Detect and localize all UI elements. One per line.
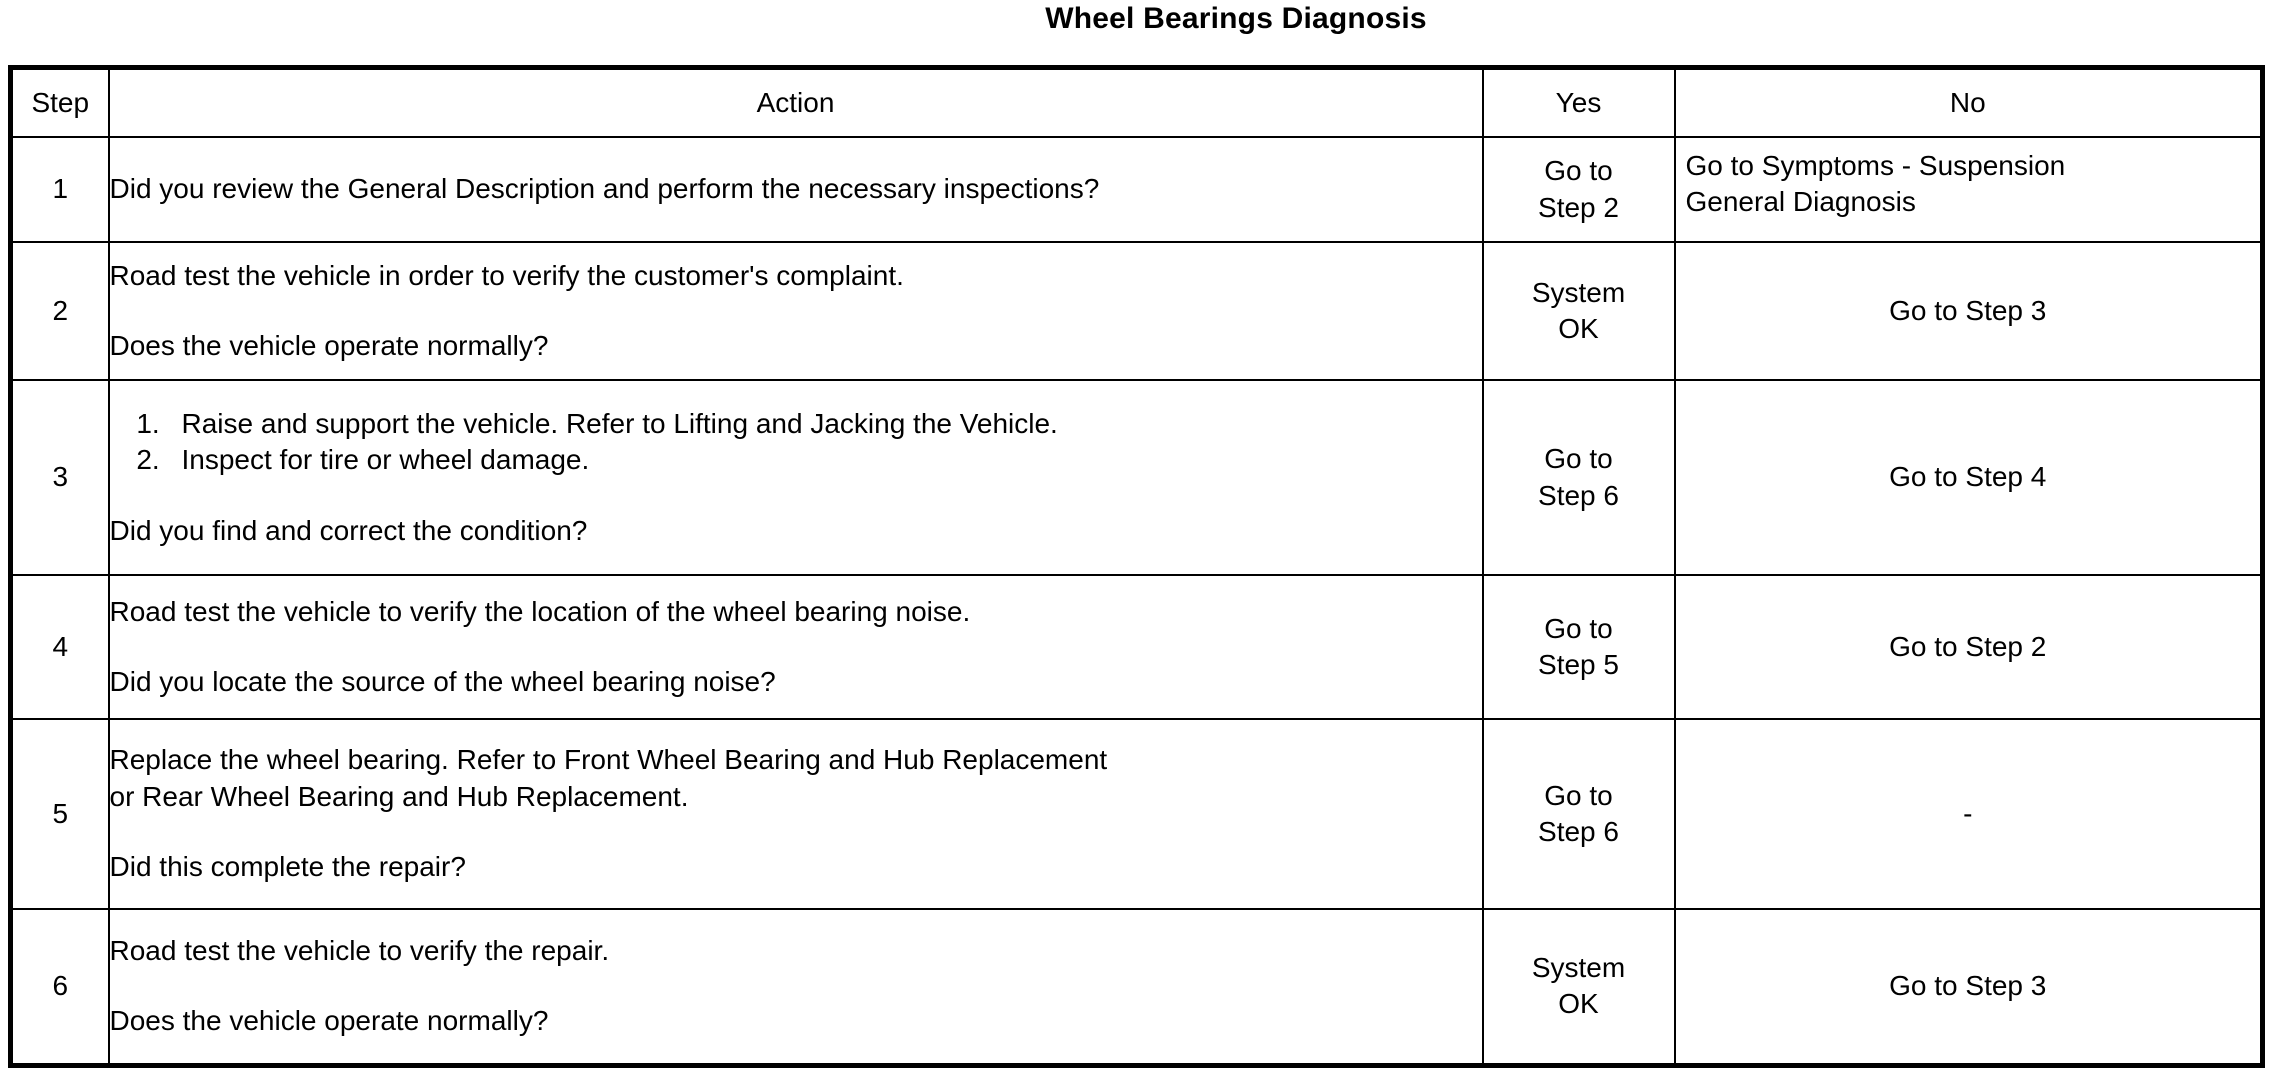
action-line: Replace the wheel bearing. Refer to Fron… bbox=[109, 744, 1108, 776]
column-header-action: Action bbox=[107, 66, 1484, 138]
yes-line: Go to bbox=[1544, 155, 1613, 187]
action-line: Does the vehicle operate normally? bbox=[109, 330, 549, 361]
no-line: Go to Step 3 bbox=[1889, 294, 2047, 326]
action-cell: Replace the wheel bearing. Refer to Fron… bbox=[107, 718, 1484, 910]
action-line: Road test the vehicle to verify the loca… bbox=[109, 595, 971, 627]
action-line: Did you find and correct the condition? bbox=[109, 514, 588, 546]
yes-line: Go to bbox=[1544, 443, 1613, 475]
action-line: or Rear Wheel Bearing and Hub Replacemen… bbox=[109, 780, 689, 812]
action-line: Did you review the General Description a… bbox=[109, 173, 1100, 205]
action-spacer bbox=[110, 630, 1482, 664]
step-number: 1 bbox=[9, 136, 110, 243]
yes-line: System bbox=[1531, 276, 1626, 308]
step-number: 4 bbox=[9, 574, 110, 720]
yes-line: Go to bbox=[1544, 612, 1613, 644]
header-row: Step Action Yes No bbox=[9, 66, 2264, 138]
page-title: Wheel Bearings Diagnosis bbox=[1045, 2, 1427, 35]
action-cell: Did you review the General Description a… bbox=[107, 136, 1484, 243]
action-line: Road test the vehicle to verify the repa… bbox=[109, 934, 610, 966]
column-header-step: Step bbox=[9, 66, 110, 138]
yes-line: Step 6 bbox=[1538, 479, 1619, 511]
yes-line: Step 2 bbox=[1538, 191, 1619, 223]
yes-line: Step 5 bbox=[1538, 649, 1619, 680]
yes-line: OK bbox=[1558, 988, 1599, 1020]
action-spacer bbox=[110, 479, 1482, 513]
no-cell: Go to Step 3 bbox=[1673, 908, 2264, 1066]
action-spacer bbox=[110, 969, 1482, 1003]
table-row: 3 Raise and support the vehicle. Refer to… bbox=[9, 379, 2264, 576]
no-line: Go to Symptoms - Suspension bbox=[1685, 150, 2066, 181]
column-header-yes: Yes bbox=[1481, 66, 1676, 138]
yes-line: OK bbox=[1558, 313, 1599, 344]
no-line: General Diagnosis bbox=[1685, 186, 1916, 218]
no-cell: Go to Step 3 bbox=[1673, 241, 2264, 381]
action-cell: Raise and support the vehicle. Refer to … bbox=[107, 379, 1484, 576]
action-cell: Road test the vehicle to verify the repa… bbox=[107, 908, 1484, 1066]
no-cell: Go to Step 4 bbox=[1673, 379, 2264, 576]
action-substep-list: Raise and support the vehicle. Refer to … bbox=[114, 406, 1482, 479]
yes-cell: Go to Step 2 bbox=[1481, 136, 1676, 243]
action-cell: Road test the vehicle to verify the loca… bbox=[107, 574, 1484, 720]
yes-cell: Go to Step 5 bbox=[1481, 574, 1676, 720]
action-cell: Road test the vehicle in order to verify… bbox=[107, 241, 1484, 381]
action-spacer bbox=[110, 815, 1482, 849]
action-line: Did this complete the repair? bbox=[109, 851, 466, 883]
yes-cell: Go to Step 6 bbox=[1481, 718, 1676, 910]
yes-cell: Go to Step 6 bbox=[1481, 379, 1676, 576]
no-cell: - bbox=[1673, 718, 2264, 910]
step-number: 2 bbox=[9, 241, 110, 381]
action-substep: Inspect for tire or wheel damage. bbox=[168, 442, 1482, 478]
no-line: - bbox=[1963, 797, 1973, 829]
no-cell: Go to Step 2 bbox=[1673, 574, 2264, 720]
yes-line: Step 6 bbox=[1538, 816, 1619, 847]
action-spacer bbox=[110, 294, 1482, 328]
step-number: 3 bbox=[9, 379, 110, 576]
action-substep: Raise and support the vehicle. Refer to … bbox=[168, 406, 1482, 442]
no-line: Go to Step 3 bbox=[1889, 970, 2047, 1002]
column-header-no: No bbox=[1673, 66, 2264, 138]
yes-line: Go to bbox=[1544, 779, 1613, 811]
action-line: Does the vehicle operate normally? bbox=[109, 1005, 549, 1037]
table-header: Step Action Yes No bbox=[9, 66, 2264, 138]
no-line: Go to Step 4 bbox=[1889, 461, 2047, 493]
yes-line: System bbox=[1531, 951, 1626, 983]
no-line: Go to Step 2 bbox=[1889, 630, 2047, 662]
action-line: Road test the vehicle in order to verify… bbox=[109, 259, 904, 291]
action-line: Did you locate the source of the wheel b… bbox=[109, 666, 776, 697]
step-number: 5 bbox=[9, 718, 110, 910]
step-number: 6 bbox=[9, 908, 110, 1066]
